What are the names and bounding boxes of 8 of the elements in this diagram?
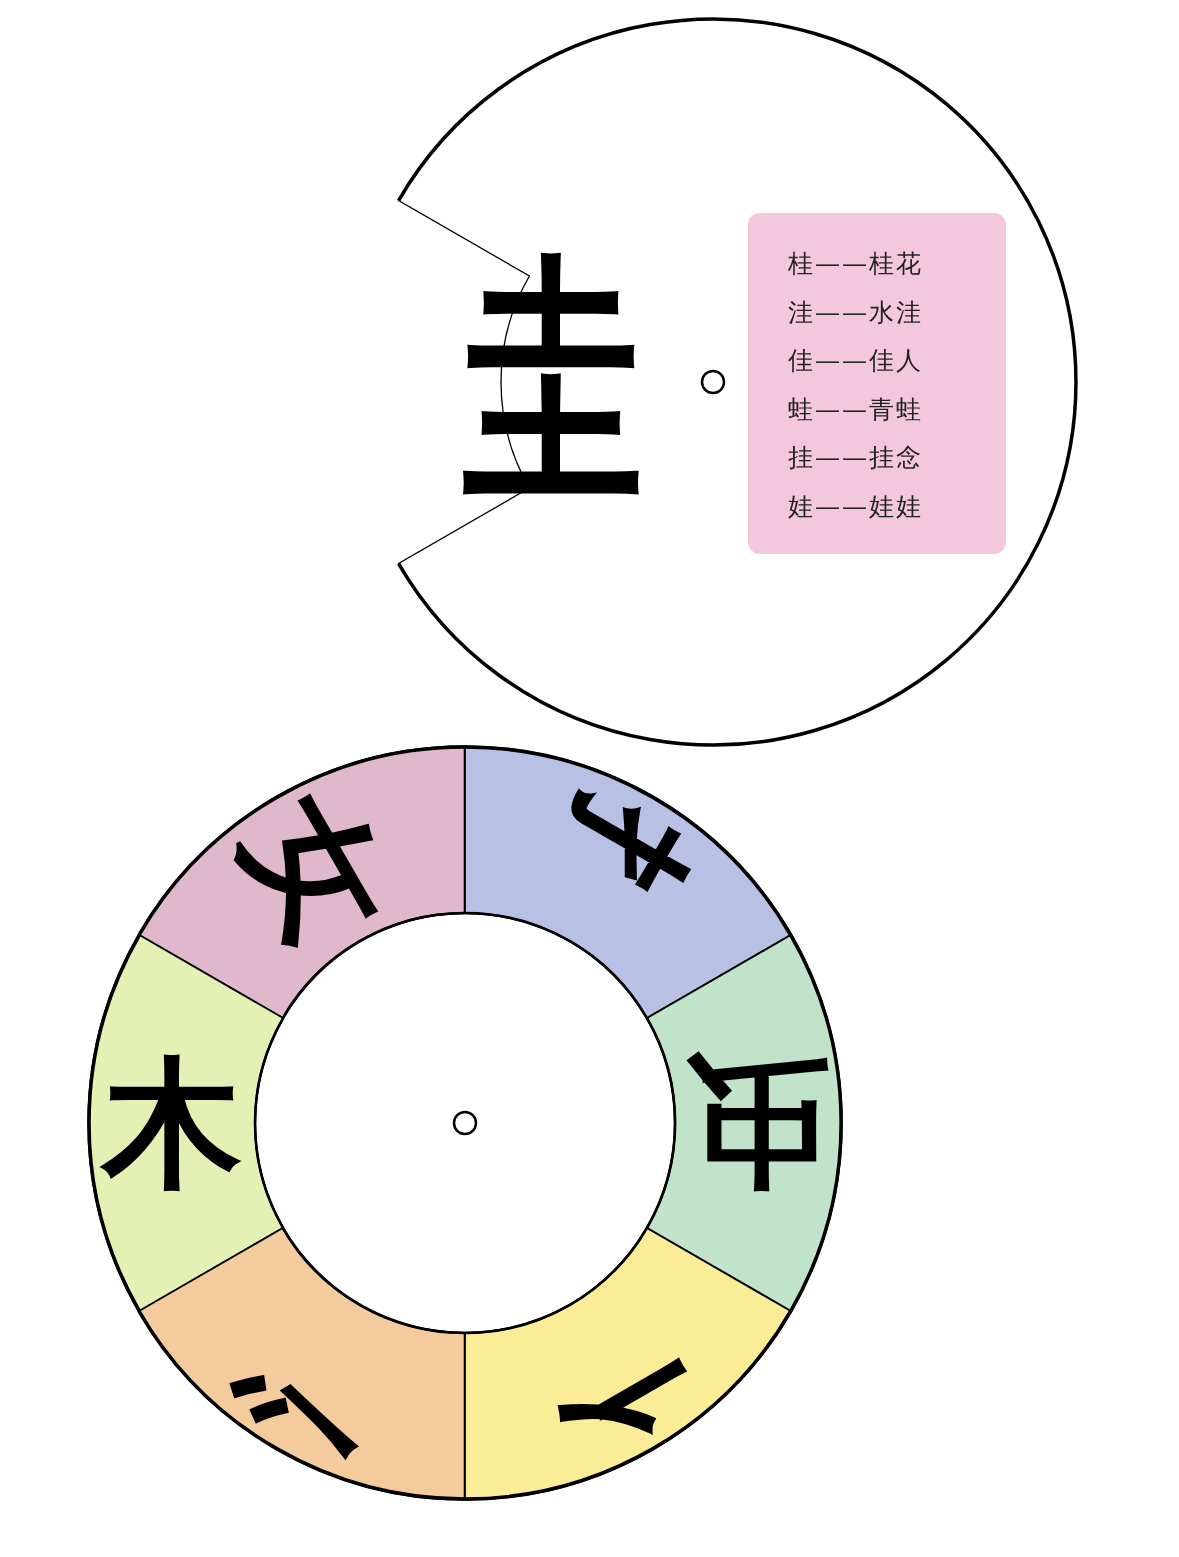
word-pair: 蛙——青蛙 (788, 396, 923, 422)
word-pair: 桂——桂花 (788, 251, 923, 276)
word-pair: 洼——水洼 (788, 299, 923, 325)
word-pair: 娃——娃娃 (788, 493, 923, 519)
word-pair: 佳——佳人 (788, 348, 923, 373)
word-list-card (748, 213, 1006, 554)
radical-wheel (86, 744, 844, 1502)
word-pair: 挂——挂念 (788, 445, 923, 470)
